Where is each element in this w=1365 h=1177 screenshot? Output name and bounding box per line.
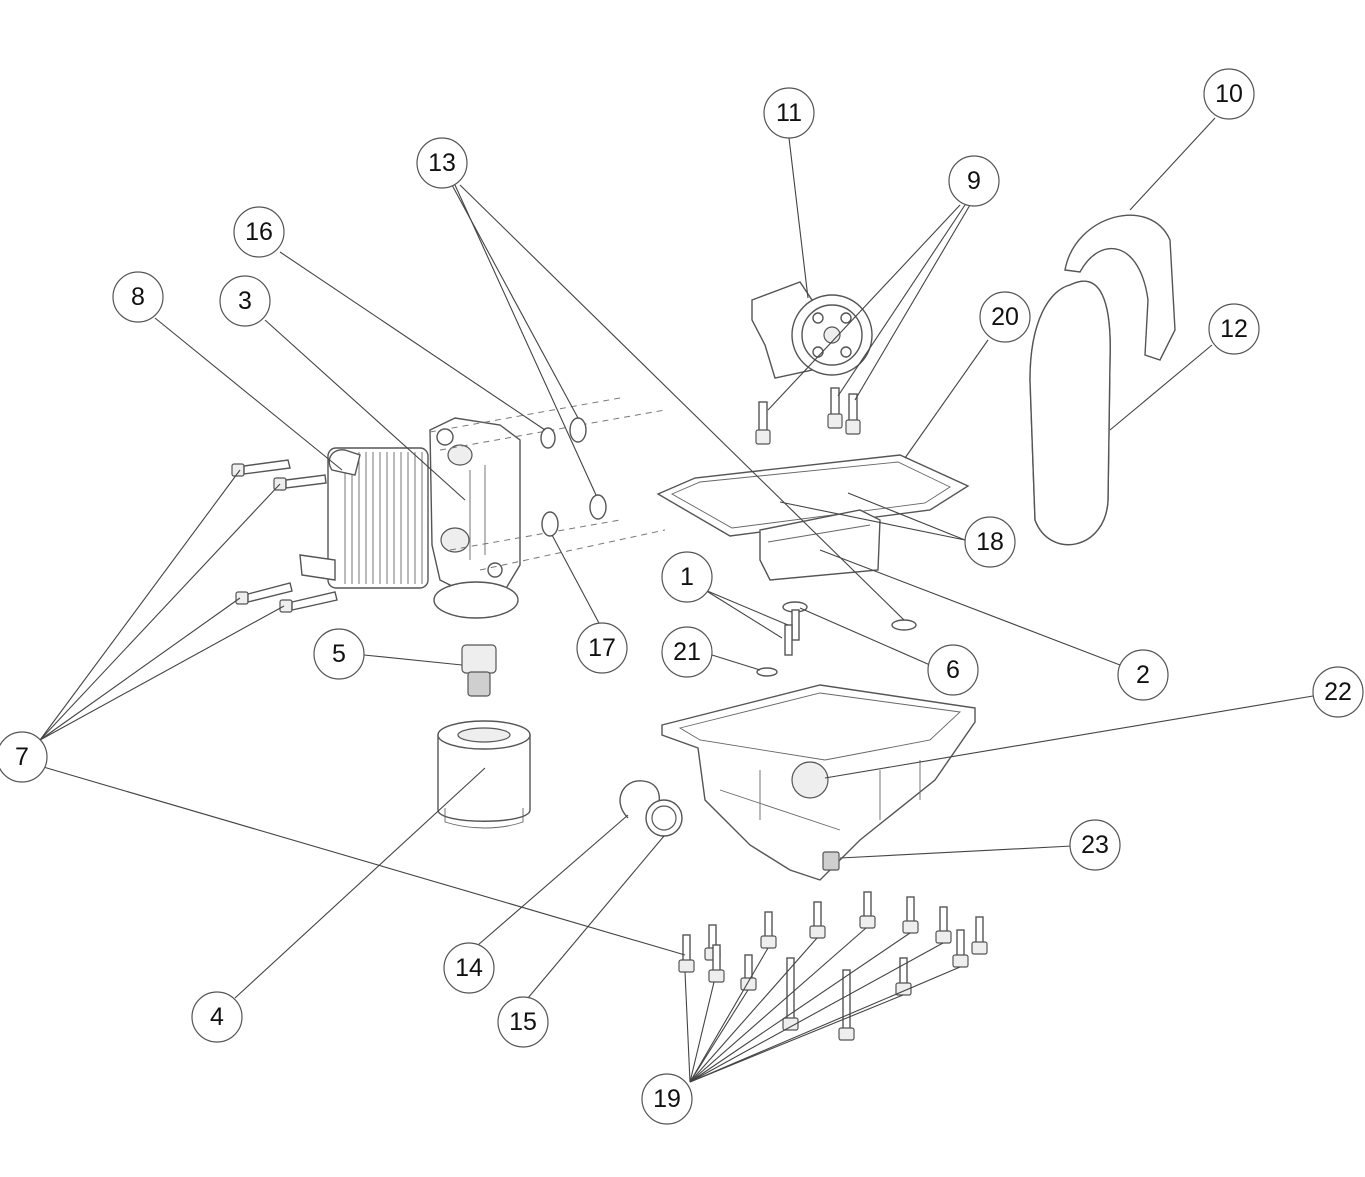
o-rings-part: [540, 417, 607, 537]
callout-9: 9: [948, 155, 1000, 207]
callout-6: 6: [927, 644, 979, 696]
drain-plug-part: [822, 851, 840, 871]
callout-label: 7: [15, 743, 29, 771]
callout-label: 23: [1081, 831, 1109, 859]
leader-lines: [39, 117, 1314, 1083]
callout-label: 22: [1324, 678, 1352, 706]
gasket-part: [656, 454, 970, 537]
callout-19: 19: [641, 1073, 693, 1125]
pan-bolts-part: [678, 891, 988, 1041]
callout-18: 18: [964, 516, 1016, 568]
oil-pump-part: [751, 281, 873, 379]
callout-12: 12: [1208, 303, 1260, 355]
callout-label: 11: [776, 99, 802, 127]
callout-label: 5: [332, 640, 346, 668]
callout-5: 5: [313, 628, 365, 680]
callout-7: 7: [0, 731, 48, 783]
callout-16: 16: [233, 206, 285, 258]
chain-guide-part: [1064, 214, 1176, 361]
callout-23: 23: [1069, 819, 1121, 871]
callout-22: 22: [1312, 666, 1364, 718]
callout-4: 4: [191, 991, 243, 1043]
circlips-part: [619, 780, 683, 837]
callout-label: 13: [428, 149, 456, 177]
callout-3: 3: [219, 275, 271, 327]
callout-17: 17: [576, 622, 628, 674]
callout-label: 12: [1220, 315, 1248, 343]
callout-label: 9: [967, 167, 981, 195]
callout-label: 14: [455, 954, 483, 982]
callout-20: 20: [979, 291, 1031, 343]
oil-cooler-part: [299, 447, 429, 589]
chain-part: [1029, 280, 1111, 546]
filter-housing-part: [429, 417, 521, 619]
callout-8: 8: [112, 271, 164, 323]
callout-11: 11: [763, 87, 815, 139]
callout-13: 13: [416, 137, 468, 189]
callout-label: 1: [680, 563, 694, 591]
callout-2: 2: [1117, 649, 1169, 701]
oil-strainer-part: [759, 509, 881, 581]
callout-label: 8: [131, 283, 145, 311]
callout-15: 15: [497, 996, 549, 1048]
callout-label: 4: [210, 1003, 224, 1031]
oil-pan-part: [661, 684, 976, 881]
oil-filter-part: [437, 720, 531, 829]
washers-part: [756, 601, 917, 677]
filter-adapter-part: [461, 644, 497, 697]
cooler-bolts-part: [231, 459, 338, 613]
callout-label: 6: [946, 656, 960, 684]
callout-label: 18: [976, 528, 1004, 556]
callout-label: 2: [1136, 661, 1150, 689]
callout-14: 14: [443, 942, 495, 994]
callout-label: 10: [1215, 80, 1243, 108]
callout-1: 1: [661, 551, 713, 603]
callout-10: 10: [1203, 68, 1255, 120]
callout-label: 16: [245, 218, 273, 246]
callout-label: 21: [673, 638, 701, 666]
callout-label: 15: [509, 1008, 537, 1036]
pump-bolts-part: [755, 387, 861, 445]
callout-label: 17: [588, 634, 616, 662]
callout-21: 21: [661, 626, 713, 678]
callout-label: 20: [991, 303, 1019, 331]
callout-label: 19: [653, 1085, 681, 1113]
callout-label: 3: [238, 287, 252, 315]
